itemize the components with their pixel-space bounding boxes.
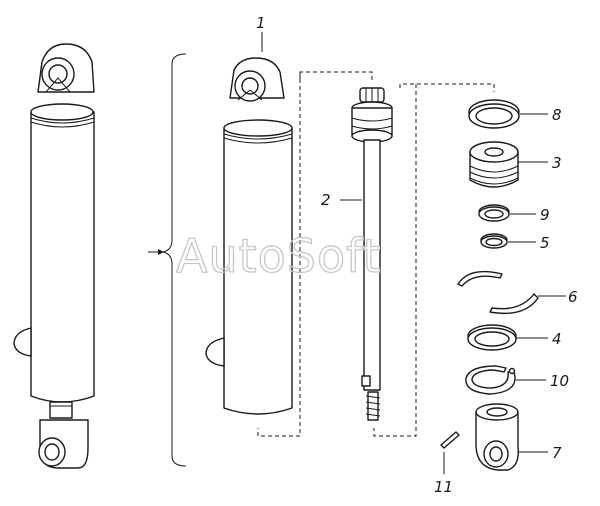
callout-2: 2 — [321, 191, 331, 209]
callout-8: 8 — [552, 106, 562, 124]
cylinder-housing-1 — [205, 57, 293, 415]
ring-5 — [480, 233, 508, 249]
callout-10: 10 — [550, 372, 569, 390]
callout-5: 5 — [540, 234, 550, 252]
eye-end-7 — [475, 403, 519, 471]
pin-11 — [440, 431, 460, 449]
callout-7: 7 — [552, 444, 562, 462]
callout-9: 9 — [540, 206, 550, 224]
ring-9 — [478, 204, 510, 222]
callout-3: 3 — [552, 154, 562, 172]
callout-11: 11 — [434, 478, 453, 496]
watermark: AutoSoft — [176, 229, 382, 283]
assembled-cylinder — [13, 43, 95, 469]
parts-bracket — [373, 83, 495, 437]
callout-6: 6 — [568, 288, 578, 306]
seal-ring-8 — [468, 99, 520, 129]
leader-lines — [261, 32, 566, 474]
half-ring-6 — [457, 270, 539, 315]
piston-rod-2 — [351, 87, 393, 421]
assembly-bracket-1 — [148, 53, 187, 467]
guide-bush-3 — [469, 141, 519, 188]
callout-4: 4 — [552, 330, 562, 348]
washer-4 — [467, 324, 517, 351]
callout-1: 1 — [256, 14, 266, 32]
retaining-ring-10 — [465, 365, 516, 395]
rod-bracket — [257, 71, 373, 437]
